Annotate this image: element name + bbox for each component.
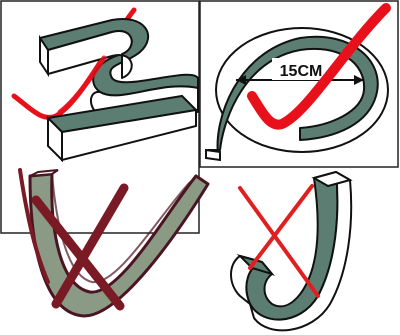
panel-coiled-strip: 15CM	[206, 8, 388, 160]
coil-end-face	[206, 150, 220, 160]
panel-s-shaped-strip	[14, 10, 198, 160]
panel-v-shaped-strip	[20, 170, 208, 316]
v-strip-end-left	[30, 170, 58, 176]
cross-mark-stroke-2	[250, 186, 312, 268]
panel-j-shaped-strip	[231, 172, 351, 330]
dimension-label: 15CM	[280, 63, 323, 80]
